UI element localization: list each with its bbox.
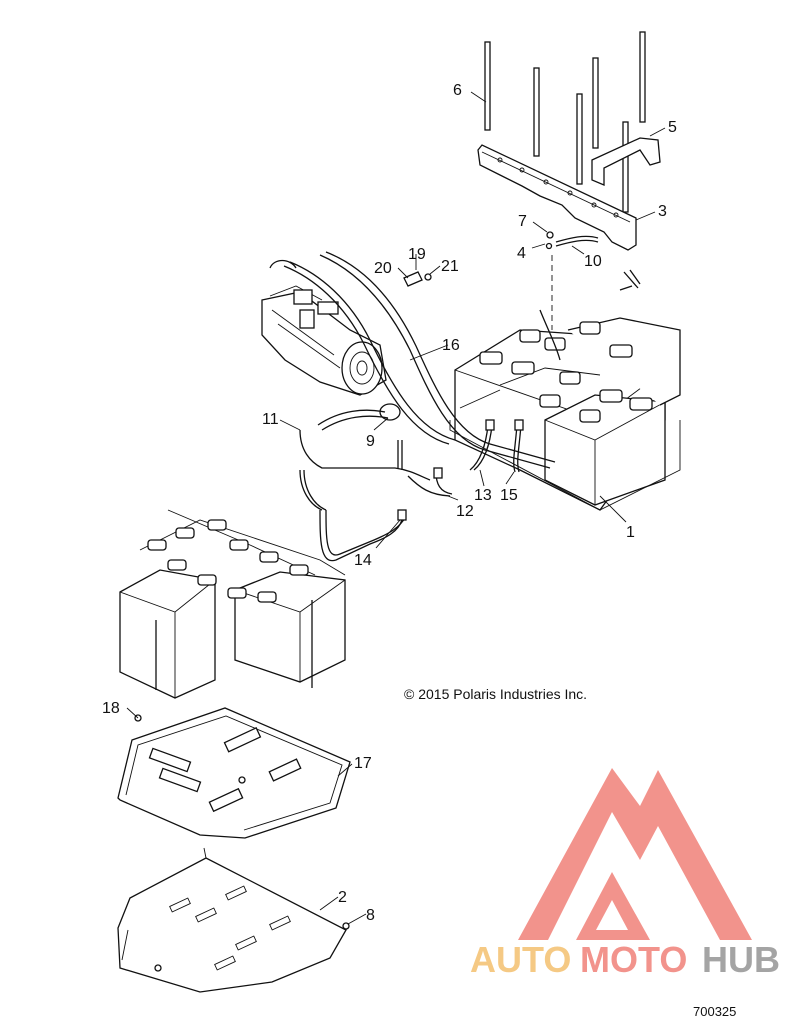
logo-triangle-outer	[518, 768, 752, 940]
callout-17: 17	[354, 755, 372, 772]
callout-11: 11	[262, 411, 279, 428]
callout-14: 14	[354, 552, 372, 569]
callout-10: 10	[584, 253, 602, 270]
callout-2: 2	[338, 889, 347, 906]
callout-labels: 6 5 3 7 4 10 19 20 21 16 11 9 13 15 12 1…	[102, 82, 677, 924]
battery-pack-left	[119, 509, 346, 699]
callout-9: 9	[366, 433, 375, 450]
logo-word-hub: HUB	[702, 939, 780, 980]
callout-5: 5	[668, 119, 677, 136]
hardware-parts-4-7	[545, 231, 641, 330]
callout-13: 13	[474, 487, 492, 504]
cables-parts-13-15	[469, 419, 524, 473]
callout-21: 21	[441, 258, 459, 275]
hardware-parts-19-20-21	[403, 271, 432, 287]
figure-id: 700325	[693, 1004, 737, 1019]
automotohub-logo: AUTO MOTO HUB	[470, 768, 780, 980]
leader-lines	[126, 91, 666, 925]
logo-triangle-inner	[576, 872, 650, 940]
callout-12: 12	[456, 503, 474, 520]
copyright-notice: © 2015 Polaris Industries Inc.	[404, 686, 588, 702]
studs-part-6	[484, 31, 646, 213]
callout-20: 20	[374, 260, 392, 277]
callout-7: 7	[518, 213, 527, 230]
callout-16: 16	[442, 337, 460, 354]
bracket-part-3	[477, 144, 637, 251]
callout-18: 18	[102, 700, 120, 717]
skid-plate-part-2	[117, 847, 350, 993]
logo-word-auto: AUTO	[470, 939, 571, 980]
cable-part-16	[269, 251, 556, 469]
callout-4: 4	[517, 245, 526, 262]
callout-3: 3	[658, 203, 667, 220]
callout-1: 1	[626, 524, 635, 541]
bracket-part-5	[591, 137, 661, 186]
callout-6: 6	[453, 82, 462, 99]
battery-tray-part-17	[117, 707, 351, 839]
battery-pack-part-1	[449, 309, 681, 511]
callout-15: 15	[500, 487, 518, 504]
logo-word-moto: MOTO	[580, 939, 687, 980]
harness-part-11	[299, 403, 431, 511]
cable-part-12	[407, 467, 453, 497]
cable-part-14	[319, 509, 407, 562]
callout-19: 19	[408, 246, 426, 263]
callout-8: 8	[366, 907, 375, 924]
traction-motor	[261, 285, 387, 396]
